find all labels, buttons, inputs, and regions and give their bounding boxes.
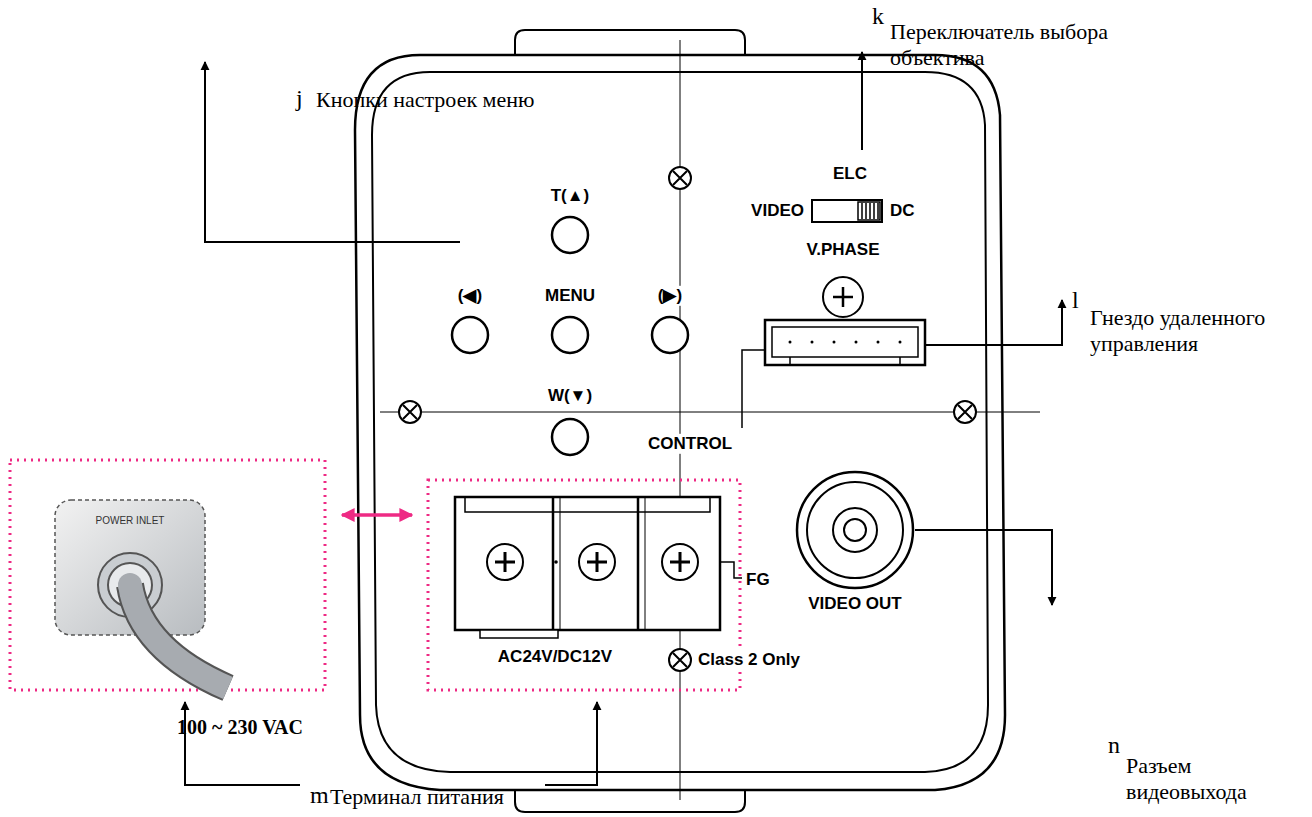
callout-text: Разъем видеовыхода bbox=[1126, 753, 1306, 806]
screws bbox=[399, 167, 976, 671]
callout-letter: m bbox=[310, 781, 329, 810]
terminal-label: FG bbox=[744, 570, 772, 590]
button-label: T(▲) bbox=[549, 186, 592, 206]
control-label: V.PHASE bbox=[804, 240, 881, 260]
connector-label: CONTROL bbox=[646, 434, 734, 454]
center-line bbox=[380, 412, 1040, 413]
switch-label: DC bbox=[888, 201, 917, 221]
vphase-pot bbox=[823, 277, 863, 317]
center-line bbox=[680, 40, 681, 800]
swap-arrow bbox=[342, 513, 412, 517]
callout-text: Гнездо удаленного управления bbox=[1090, 305, 1305, 358]
leader-lines bbox=[185, 52, 1062, 785]
highlight-frame bbox=[428, 480, 740, 690]
callout-letter: k bbox=[872, 2, 884, 31]
inlet-label: POWER INLET bbox=[96, 515, 165, 527]
voltage-label: 100 ~ 230 VAC bbox=[177, 715, 303, 739]
terminal-label: AC24V/DC12V bbox=[496, 647, 614, 667]
connector-label: VIDEO OUT bbox=[806, 594, 904, 614]
button-label: W(▼) bbox=[546, 386, 594, 406]
button-label: MENU bbox=[543, 286, 597, 306]
control-connector bbox=[742, 320, 925, 428]
bnc-connector bbox=[797, 472, 913, 588]
button-label: (◀) bbox=[456, 286, 484, 306]
callout-letter: l bbox=[1072, 286, 1079, 315]
callout-text: Переключатель выбора объектива bbox=[890, 19, 1180, 72]
switch-label: ELC bbox=[831, 164, 869, 184]
callout-text: Терминал питания bbox=[330, 784, 504, 810]
switch-label: VIDEO bbox=[749, 201, 806, 221]
terminal-label: Class 2 Only bbox=[696, 650, 802, 670]
button-label: (▶) bbox=[656, 286, 684, 306]
power-terminal-block bbox=[455, 497, 742, 638]
lens-switch bbox=[812, 200, 882, 222]
callout-text: Кнопки настроек меню bbox=[316, 87, 535, 113]
highlight-frame bbox=[10, 460, 325, 690]
callout-letter: n bbox=[1108, 731, 1120, 760]
callout-letter: j bbox=[296, 84, 303, 113]
menu-buttons bbox=[452, 217, 688, 455]
power-inlet bbox=[55, 500, 228, 688]
